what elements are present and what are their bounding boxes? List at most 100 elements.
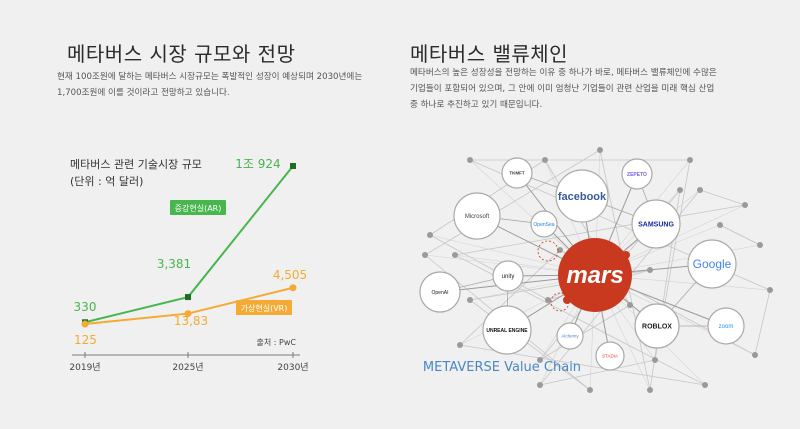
left-title: 메타버스 시장 규모와 전망 (67, 42, 296, 66)
left-paragraph: 현재 100조원에 달하는 메타버스 시장규모는 폭발적인 성장이 예상되며 2… (57, 69, 362, 101)
background-edge (539, 304, 631, 361)
node-unreal (482, 305, 532, 355)
data-label: 3,381 (157, 257, 191, 271)
accent-ring (537, 240, 559, 262)
x-tick-label: 2019년 (69, 362, 100, 373)
background-node (767, 287, 773, 293)
node-zoom-label: zoom (719, 324, 734, 330)
right-title: 메타버스 밸류체인 (410, 42, 569, 66)
node-tkmft (501, 157, 533, 189)
background-edge (699, 189, 746, 206)
accent-ring (550, 292, 570, 312)
background-node (457, 342, 463, 348)
background-node (587, 387, 593, 393)
data-label: 330 (74, 300, 97, 314)
node-stadia (595, 341, 625, 371)
left-paragraph-line-2: 1,700조원에 이를 것이라고 전망하고 있습니다. (57, 88, 230, 98)
right-paragraph-line-1: 메타버스의 높은 성장성을 전망하는 이유 중 하나가 바로, 메타버스 밸류체… (410, 68, 717, 78)
background-edge (429, 234, 549, 301)
background-node (537, 357, 543, 363)
background-node (697, 187, 703, 193)
node-facebook (555, 169, 609, 223)
background-node (542, 157, 548, 163)
left-paragraph-line-1: 현재 100조원에 달하는 메타버스 시장규모는 폭발적인 성장이 예상되며 2… (57, 72, 363, 82)
node-alchemy (556, 322, 584, 350)
data-point (290, 163, 296, 169)
data-label: 1조 924 (235, 157, 280, 171)
data-point (81, 320, 89, 328)
right-paragraph: 메타버스의 높은 성장성을 전망하는 이유 중 하나가 바로, 메타버스 밸류체… (410, 65, 717, 113)
background-node (545, 297, 551, 303)
background-edge (454, 204, 746, 256)
node-google (687, 239, 737, 289)
node-unity (492, 260, 524, 292)
background-edge (719, 224, 761, 246)
data-label: 4,505 (273, 268, 307, 282)
background-node (452, 252, 458, 258)
node-opensea-label: OpenSea (533, 222, 554, 228)
node-tkmft-label: TKMFT (509, 171, 524, 176)
legend-ar-label: 증강현실(AR) (175, 203, 222, 213)
data-point (184, 310, 192, 318)
right-paragraph-line-3: 중 하나로 추진하고 있기 때문입니다. (410, 100, 543, 110)
x-tick-label: 2025년 (172, 362, 203, 373)
background-node (687, 157, 693, 163)
legend-ar-tag (170, 200, 226, 215)
chart-title-line-2: (단위 : 억 달러) (70, 175, 144, 188)
node-google-label: Google (693, 257, 732, 271)
background-node (422, 252, 428, 258)
node-openai-label: OpenAI (432, 290, 449, 296)
node-microsoft (453, 192, 501, 240)
background-node (557, 247, 563, 253)
background-node (627, 302, 633, 308)
data-label: 13,83 (174, 314, 208, 328)
legend-vr-tag (236, 300, 292, 315)
node-samsung (631, 199, 681, 249)
node-zoom (707, 307, 745, 345)
background-node (467, 297, 473, 303)
background-node (427, 232, 433, 238)
background-node (752, 352, 758, 358)
node-zepeto-label: ZEPETO (627, 172, 647, 178)
center-node-label: mars (566, 262, 623, 289)
x-tick-label: 2030년 (277, 362, 308, 373)
chart-title: 메타버스 관련 기술시장 규모 (단위 : 억 달러) (70, 156, 202, 190)
background-edge (424, 149, 601, 256)
node-alchemy-label: Alchemy (561, 334, 579, 339)
right-paragraph-line-2: 기업들이 포함되어 있으며, 그 안에 이미 엄청난 기업들이 관련 산업을 미… (410, 84, 715, 94)
background-node (717, 222, 723, 228)
background-node (652, 357, 658, 363)
market-size-chart: 2019년 2025년 2030년 330 3,381 1조 924 125 13,83 4,5… (69, 157, 308, 373)
node-roblox (634, 303, 680, 349)
data-point (185, 294, 191, 301)
background-edge (539, 359, 656, 386)
background-node (757, 242, 763, 248)
node-opensea (530, 210, 558, 238)
legend-vr-label: 가상현실(VR) (241, 303, 288, 313)
background-node (677, 187, 683, 193)
background-node (742, 202, 748, 208)
background-node (647, 387, 653, 393)
data-label: 125 (74, 333, 97, 347)
data-point (289, 284, 297, 292)
value-chain-caption: METAVERSE Value Chain (423, 360, 581, 375)
node-zepeto (621, 158, 653, 190)
node-samsung-label: SAMSUNG (638, 221, 674, 228)
background-node (702, 382, 708, 388)
node-unity-label: unity (502, 274, 515, 280)
background-edge (459, 249, 561, 346)
background-edge (754, 289, 771, 356)
node-openai (419, 271, 461, 313)
node-stadia-label: STADIA (602, 354, 618, 359)
node-unreal-label: UNREAL ENGINE (486, 328, 528, 334)
background-node (597, 147, 603, 153)
node-facebook-label: facebook (558, 191, 607, 203)
center-node (558, 238, 632, 312)
background-node (537, 382, 543, 388)
source-note: 출처 : PwC (257, 337, 297, 347)
background-node (467, 157, 473, 163)
chart-title-line-1: 메타버스 관련 기술시장 규모 (70, 158, 202, 171)
node-microsoft-label: Microsoft (465, 214, 490, 220)
node-roblox-label: ROBLOX (642, 323, 672, 330)
